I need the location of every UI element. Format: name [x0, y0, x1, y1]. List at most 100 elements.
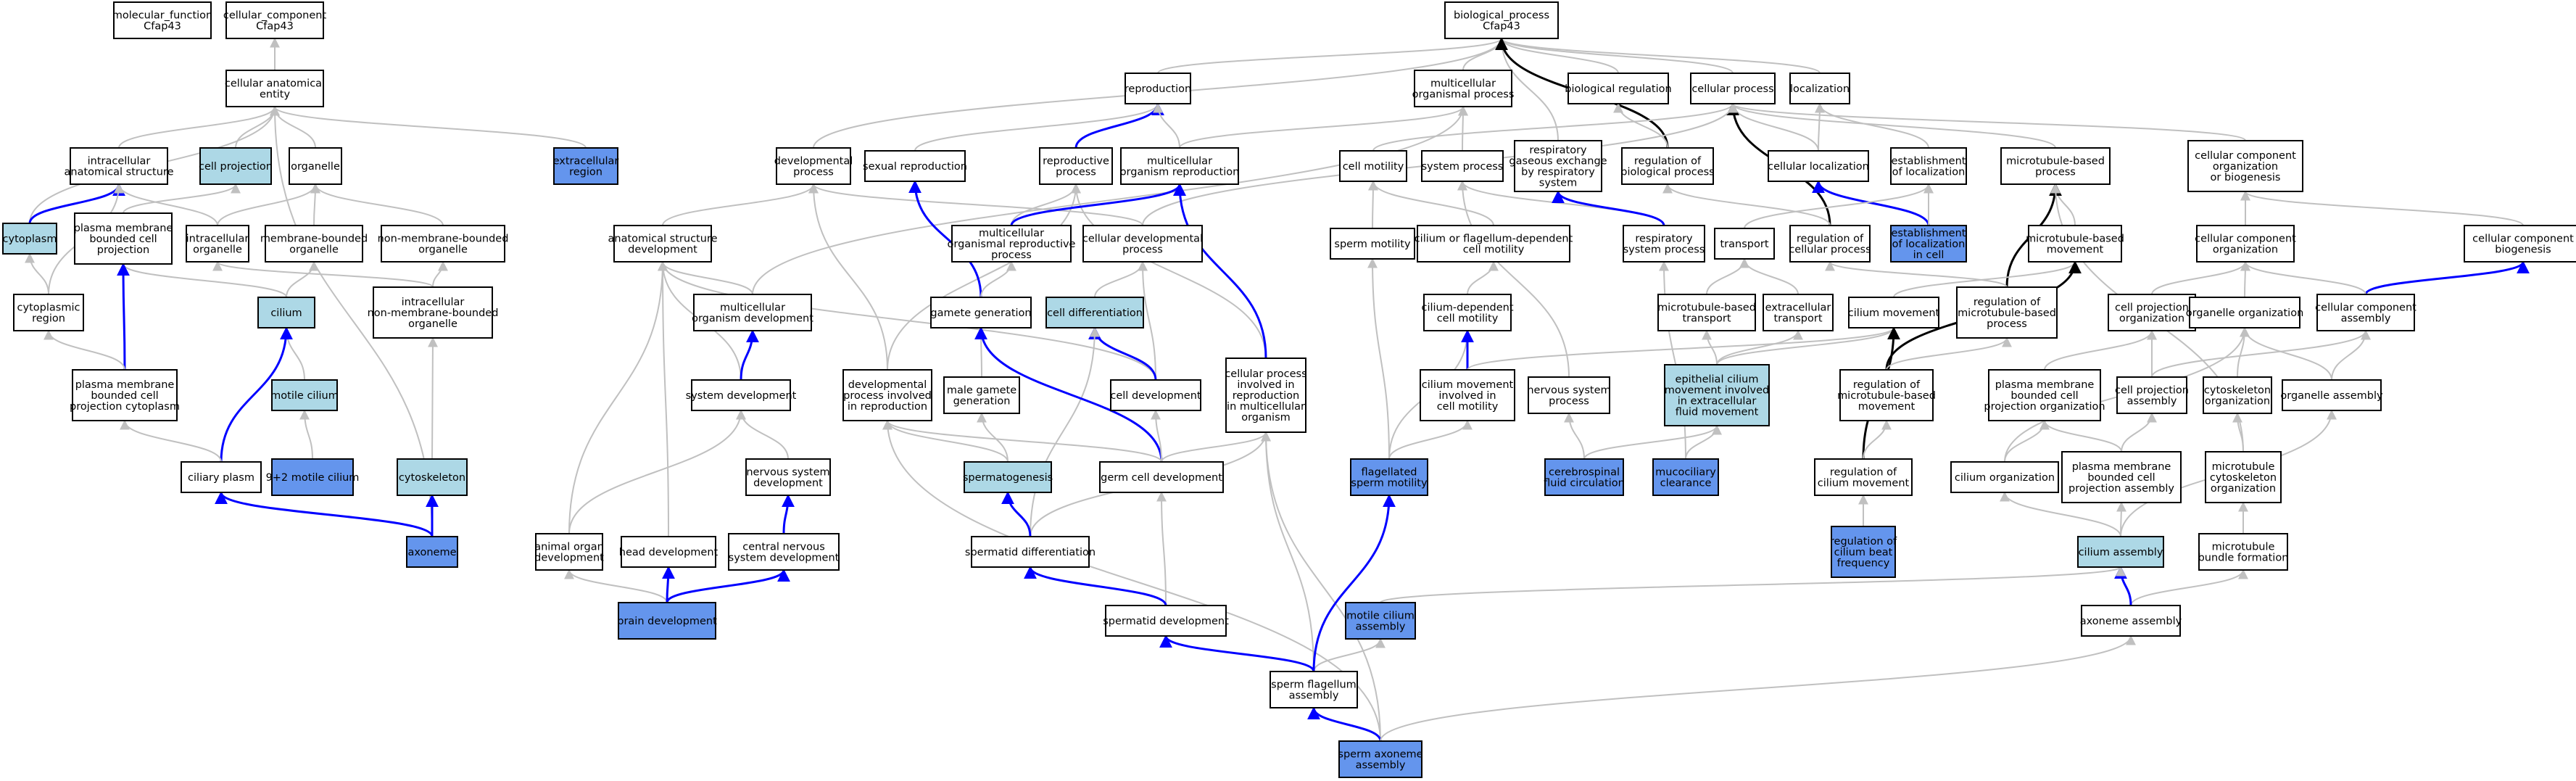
- is-a-edge: [1496, 37, 1734, 74]
- is-a-edge: [1153, 102, 1180, 149]
- go-term-node: system process: [1421, 150, 1504, 182]
- go-term-node: cell motility: [1339, 150, 1407, 182]
- go-term-box: [2000, 147, 2111, 185]
- go-term-label-line: cytoskeleton: [399, 472, 465, 484]
- go-term-label-line: assembly: [1356, 621, 1406, 633]
- go-term-label-line: reproductive: [1043, 156, 1109, 168]
- go-term-label-line: spermatid differentiation: [965, 547, 1096, 558]
- go-term-label-line: projection: [97, 244, 149, 256]
- go-term-node: spermatogenesis: [963, 461, 1053, 493]
- is-a-edge: [432, 260, 448, 288]
- go-term-box: [1763, 294, 1834, 331]
- go-term-box: [1789, 225, 1871, 263]
- is-a-edge: [1496, 37, 1559, 141]
- is-a-edge: [1706, 257, 1749, 295]
- is-a-edge: [914, 102, 1163, 152]
- go-term-label-line: assembly: [2341, 313, 2391, 325]
- go-term-label-line: nervous system: [1527, 385, 1610, 397]
- go-term-label-line: in reproduction: [848, 401, 927, 413]
- go-term-label-line: clearance: [1660, 478, 1712, 489]
- part-of-edge: [1001, 491, 1032, 537]
- go-term-box: [1664, 364, 1770, 426]
- go-term-label-line: regulation of: [1634, 156, 1702, 168]
- go-term-box: [271, 458, 354, 496]
- go-term-node: brain development: [617, 602, 717, 640]
- go-term-box: [2205, 451, 2282, 503]
- go-term-label-line: cellular anatomical: [225, 78, 325, 90]
- go-term-label-line: system process: [1623, 244, 1705, 256]
- is-a-edge: [1583, 424, 1722, 460]
- is-a-edge: [980, 260, 1016, 298]
- go-term-node: cilium assembly: [2077, 536, 2164, 568]
- go-term-box: [776, 147, 851, 185]
- go-term-node: cell development: [1110, 379, 1201, 411]
- is-a-edge: [1071, 183, 1267, 359]
- go-term-label-line: movement involved: [1665, 385, 1769, 397]
- go-term-box: [2028, 225, 2122, 263]
- go-term-box: [1423, 294, 1512, 331]
- go-term-box: [2081, 605, 2181, 637]
- go-term-label-line: assembly: [1289, 690, 1339, 702]
- go-term-label-line: cellular localization: [1768, 161, 1869, 173]
- go-term-box: [2077, 536, 2164, 568]
- is-a-edge: [120, 419, 222, 463]
- go-term-box: [728, 533, 840, 571]
- go-term-label-line: microtubule-based: [2026, 234, 2124, 245]
- go-term-box: [72, 369, 178, 421]
- is-a-edge: [1151, 409, 1162, 463]
- part-of-edge: [1812, 180, 1930, 226]
- go-term-label-line: plasma membrane: [74, 223, 173, 234]
- go-term-label-line: biogenesis: [2495, 244, 2551, 256]
- go-term-label-line: in multicellular: [1227, 401, 1305, 413]
- is-a-edge: [808, 183, 888, 371]
- go-term-label-line: system: [1539, 178, 1577, 189]
- go-term-box: [1621, 147, 1714, 185]
- go-term-label-line: by respiratory: [1521, 167, 1595, 178]
- is-a-edge: [568, 260, 668, 534]
- go-term-box: [2282, 379, 2382, 411]
- is-a-edge: [1496, 37, 1821, 74]
- is-a-edge: [270, 105, 316, 149]
- go-term-label-line: Cfap43: [256, 21, 294, 33]
- go-term-box: [1120, 147, 1239, 185]
- is-a-edge: [1496, 37, 1619, 74]
- part-of-edge: [661, 566, 675, 603]
- part-of-edge: [1088, 326, 1157, 381]
- is-a-edge: [568, 409, 746, 534]
- is-a-edge: [1138, 260, 1156, 381]
- go-term-label-line: process: [991, 249, 1032, 261]
- go-term-label-line: organelle: [291, 161, 340, 173]
- go-term-label-line: head development: [619, 547, 718, 558]
- is-a-edge: [1728, 102, 2056, 149]
- is-a-edge: [1814, 102, 1825, 152]
- is-a-edge: [310, 183, 444, 226]
- is-a-edge: [658, 260, 1156, 381]
- is-a-edge: [1886, 336, 2012, 371]
- go-term-label-line: non-membrane-bounded: [378, 234, 509, 245]
- go-term-label-line: cell projection: [199, 161, 273, 173]
- go-term-label-line: spermatid development: [1103, 616, 1229, 627]
- part-of-edge: [1307, 706, 1382, 742]
- go-term-label-line: microtubule-based: [1657, 302, 1756, 314]
- go-term-node: axoneme: [406, 536, 458, 568]
- is-a-edge: [752, 105, 1468, 295]
- go-term-label-line: process: [793, 167, 834, 178]
- go-term-label-line: gaseous exchange: [1509, 156, 1607, 168]
- go-term-box: [1956, 286, 2058, 339]
- go-term-label-line: microtubule: [2212, 542, 2275, 553]
- go-term-label-line: cytoskeleton: [2210, 472, 2277, 484]
- go-term-box: [1950, 461, 2059, 493]
- go-term-node: cilium organization: [1950, 461, 2059, 493]
- go-term-label-line: membrane-bounded: [260, 234, 368, 245]
- is-a-edge: [118, 105, 280, 149]
- edges-layer: [25, 37, 2530, 742]
- is-a-edge: [2151, 329, 2371, 378]
